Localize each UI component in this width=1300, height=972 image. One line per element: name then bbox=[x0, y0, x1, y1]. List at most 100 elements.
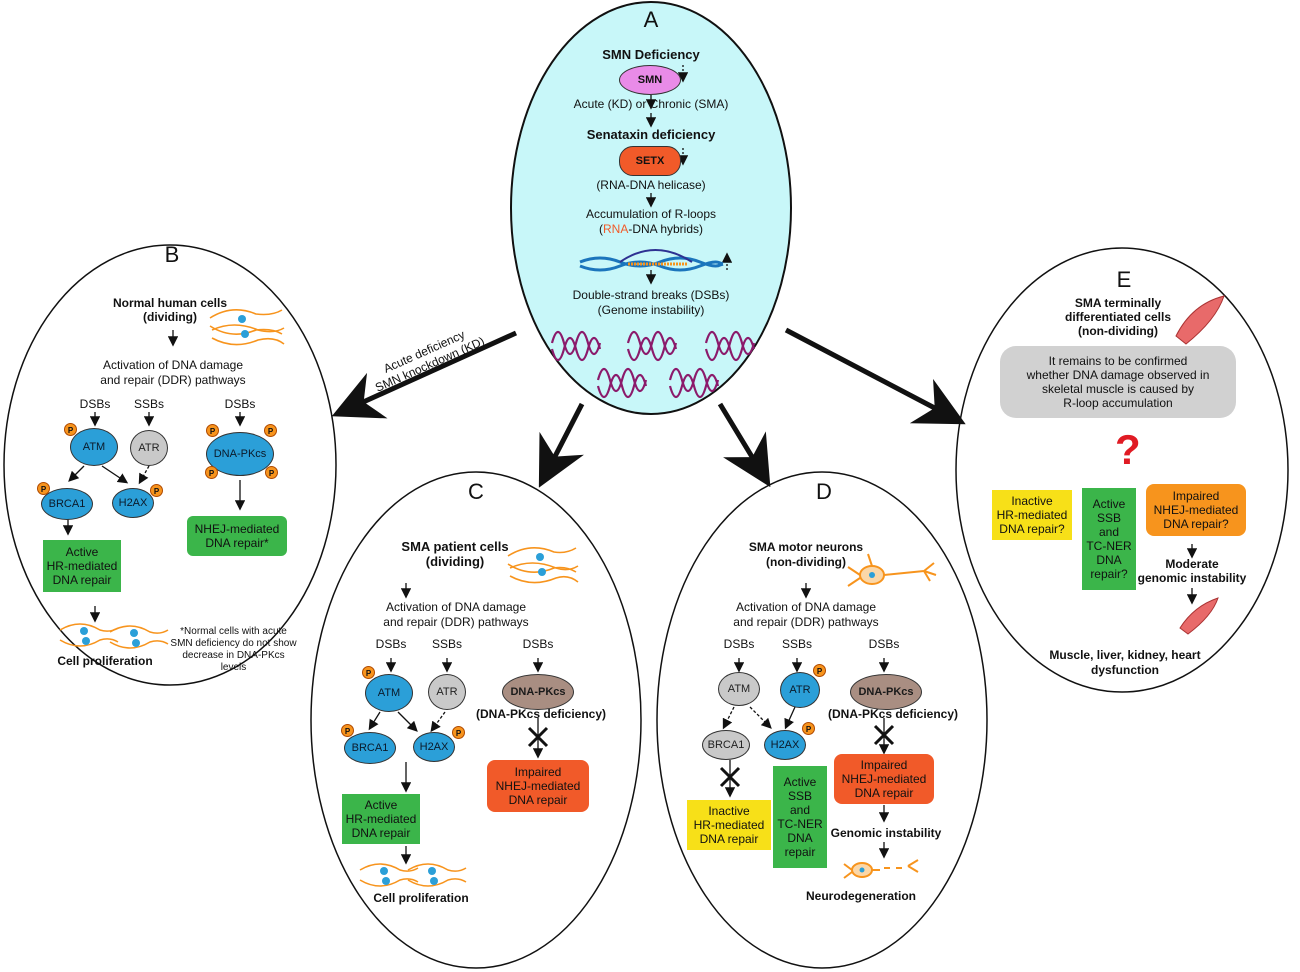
active-box-e: Active SSB and TC-NER DNA repair? bbox=[1082, 488, 1136, 590]
impaired-box-d: Impaired NHEJ-mediated DNA repair bbox=[834, 754, 934, 804]
hybrid-rest: -DNA hybrids) bbox=[628, 222, 704, 236]
panel-b-dsbs: DSBs bbox=[79, 397, 111, 411]
panel-e-title2: differentiated cells bbox=[1064, 310, 1172, 324]
panel-e-letter: E bbox=[1116, 267, 1132, 292]
phospho-marker: P bbox=[205, 466, 218, 479]
atm-node-d: ATM bbox=[718, 672, 760, 706]
dividing-cells-icon-c bbox=[507, 547, 579, 584]
degenerating-neuron-icon bbox=[843, 859, 919, 879]
panel-c-title1: SMA patient cells bbox=[401, 539, 509, 554]
panel-a-letter: A bbox=[643, 7, 659, 32]
arrow-a-to-b bbox=[331, 330, 518, 419]
dividing-cells-icon-b2 bbox=[59, 623, 169, 649]
panel-a-rloops: Accumulation of R-loops bbox=[585, 207, 717, 221]
panel-e-outline bbox=[955, 247, 1289, 693]
panel-d-deficiency: (DNA-PKcs deficiency) bbox=[827, 707, 959, 721]
h2ax-node-b: H2AX bbox=[112, 488, 154, 518]
panel-d-ddr1: Activation of DNA damage bbox=[735, 600, 877, 614]
atm-node-b: ATM bbox=[70, 428, 118, 466]
panel-a-genome: (Genome instability) bbox=[597, 303, 705, 317]
panel-d-title2: (non-dividing) bbox=[766, 555, 846, 569]
arrow-a-to-e bbox=[784, 327, 966, 425]
panel-e-moderate1: Moderate bbox=[1165, 557, 1219, 571]
impaired-box-c: Impaired NHEJ-mediated DNA repair bbox=[487, 760, 589, 812]
question-mark-icon: ? bbox=[1115, 426, 1141, 473]
panel-c-outline bbox=[310, 471, 642, 969]
inactive-box-d: Inactive HR-mediated DNA repair bbox=[687, 800, 771, 850]
brca1-node-b: BRCA1 bbox=[41, 488, 93, 520]
phospho-marker: P bbox=[265, 466, 278, 479]
panel-d-title1: SMA motor neurons bbox=[748, 540, 864, 554]
hr-box-c: Active HR-mediated DNA repair bbox=[342, 794, 420, 844]
panel-a-title: SMN Deficiency bbox=[602, 47, 700, 62]
panel-c-letter: C bbox=[468, 479, 484, 504]
panel-e-dysfunction2: dysfunction bbox=[1091, 663, 1159, 677]
phospho-marker: P bbox=[802, 722, 815, 735]
atr-node-c: ATR bbox=[428, 674, 466, 710]
nhej-box-b: NHEJ-mediated DNA repair* bbox=[187, 516, 287, 556]
muscle-icon bbox=[1175, 295, 1225, 635]
panel-a-senataxin: Senataxin deficiency bbox=[586, 127, 716, 142]
phospho-marker: P bbox=[341, 724, 354, 737]
brca1-node-d: BRCA1 bbox=[702, 730, 750, 760]
panel-a-helicase: (RNA-DNA helicase) bbox=[596, 178, 706, 192]
dividing-cells-icon-b bbox=[209, 309, 285, 346]
panel-b-title2: (dividing) bbox=[143, 310, 197, 324]
panel-d-letter: D bbox=[816, 479, 832, 504]
panel-d-dsbs2: DSBs bbox=[868, 637, 900, 651]
hybrid-rna: RNA bbox=[602, 222, 629, 236]
panel-e-dysfunction1: Muscle, liver, kidney, heart bbox=[1049, 648, 1201, 662]
panel-d-dsbs: DSBs bbox=[723, 637, 755, 651]
dnapkcs-node-c: DNA-PKcs bbox=[502, 674, 574, 710]
panel-c-deficiency: (DNA-PKcs deficiency) bbox=[475, 707, 607, 721]
panel-c-ssbs: SSBs bbox=[431, 637, 462, 651]
panel-a-dsb: Double-strand breaks (DSBs) bbox=[572, 288, 730, 302]
active-ssb-box-d: Active SSB and TC-NER DNA repair bbox=[773, 766, 827, 868]
phospho-marker: P bbox=[150, 484, 163, 497]
panel-e-title1: SMA terminally bbox=[1074, 296, 1162, 310]
panel-e-moderate2: genomic instability bbox=[1137, 571, 1247, 585]
panel-a-acute-chronic: Acute (KD) or Chronic (SMA) bbox=[573, 97, 729, 111]
panel-c-dsbs2: DSBs bbox=[522, 637, 554, 651]
phospho-marker: P bbox=[206, 424, 219, 437]
atr-node-b: ATR bbox=[130, 430, 168, 466]
r-loop-icon bbox=[579, 249, 724, 272]
phospho-marker: P bbox=[64, 423, 77, 436]
phospho-marker: P bbox=[452, 726, 465, 739]
atr-node-d: ATR bbox=[780, 672, 820, 708]
panel-a-hybrid: (RNA-DNA hybrids) bbox=[561, 222, 741, 236]
arrow-a-to-c bbox=[538, 402, 585, 488]
phospho-marker: P bbox=[37, 482, 50, 495]
hybrid-open: ( bbox=[598, 222, 603, 236]
panel-b-footnote: *Normal cells with acute SMN deficiency … bbox=[170, 626, 297, 673]
dna-breaks-icon bbox=[550, 330, 756, 399]
brca1-node-c: BRCA1 bbox=[344, 732, 396, 764]
phospho-marker: P bbox=[813, 664, 826, 677]
panel-b-ssbs: SSBs bbox=[133, 397, 164, 411]
arrow-a-to-d bbox=[717, 402, 771, 488]
panel-e-note: It remains to be confirmed whether DNA d… bbox=[1000, 346, 1236, 418]
panel-c-ddr2: and repair (DDR) pathways bbox=[383, 615, 529, 629]
panel-b-prolif: Cell proliferation bbox=[57, 654, 153, 668]
panel-b-outline bbox=[3, 244, 337, 686]
inactive-box-e: Inactive HR-mediated DNA repair? bbox=[992, 490, 1072, 540]
panel-d-outline bbox=[656, 471, 988, 969]
panel-b-dsbs2: DSBs bbox=[224, 397, 256, 411]
panel-b-ddr1: Activation of DNA damage bbox=[102, 358, 244, 372]
panel-e-title3: (non-dividing) bbox=[1078, 324, 1158, 338]
phospho-marker: P bbox=[362, 666, 375, 679]
atm-node-c: ATM bbox=[365, 674, 413, 712]
panel-c-title2: (dividing) bbox=[425, 554, 485, 569]
panel-a-outline bbox=[510, 1, 792, 415]
impaired-box-e: Impaired NHEJ-mediated DNA repair? bbox=[1146, 484, 1246, 536]
setx-node: SETX bbox=[619, 146, 681, 176]
dnapkcs-node-d: DNA-PKcs bbox=[850, 674, 922, 710]
h2ax-node-c: H2AX bbox=[413, 732, 455, 762]
smn-node: SMN bbox=[619, 65, 681, 95]
dividing-cells-icon-c2 bbox=[359, 863, 467, 887]
panel-c-ddr1: Activation of DNA damage bbox=[385, 600, 527, 614]
h2ax-node-d: H2AX bbox=[764, 730, 806, 760]
panel-b-title1: Normal human cells bbox=[112, 296, 228, 310]
panel-b-ddr2: and repair (DDR) pathways bbox=[100, 373, 246, 387]
